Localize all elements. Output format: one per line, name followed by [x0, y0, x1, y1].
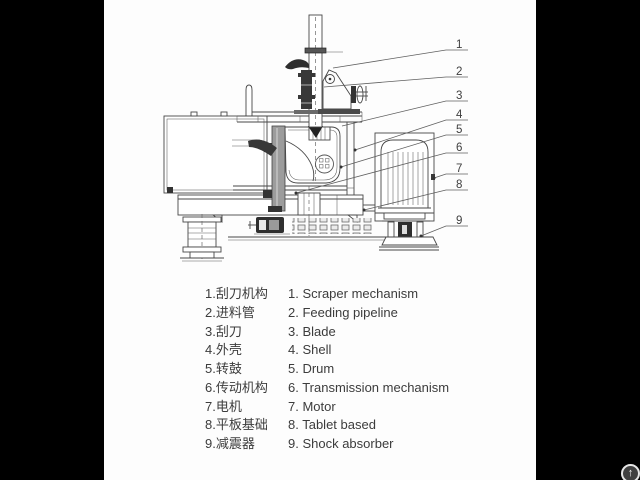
part-callout-3: 3 [341, 90, 468, 127]
legend-en-label: 5. Drum [288, 361, 335, 376]
legend-en-label: 6. Transmission mechanism [288, 379, 450, 395]
part-callout-8: 8 [362, 179, 468, 212]
legend-zh-label: 5.转鼓 [205, 361, 242, 376]
part-number-label: 2 [456, 66, 462, 78]
legend-row: 8.平板基础 8. Tablet based [104, 416, 536, 435]
legend-row: 1.刮刀机构 1. Scraper mechanism [104, 285, 536, 304]
part-number-label: 6 [456, 142, 462, 154]
legend-zh-label: 7.电机 [205, 398, 242, 414]
legend-row: 3.刮刀 3. Blade [104, 323, 536, 342]
legend-en-label: 9. Shock absorber [288, 436, 394, 451]
part-number-label: 7 [456, 163, 462, 175]
part-number-label: 3 [456, 90, 462, 102]
legend-row: 2.进料管 2. Feeding pipeline [104, 304, 536, 323]
legend-en-label: 4. Shell [288, 342, 332, 358]
part-number-label: 8 [456, 179, 462, 191]
legend-row: 6.传动机构 6. Transmission mechanism [104, 379, 536, 398]
legend-zh-label: 6.传动机构 [205, 379, 268, 395]
legend-row: 7.电机 7. Motor [104, 398, 536, 417]
legend-zh-label: 1.刮刀机构 [205, 286, 268, 301]
legend-zh-label: 3.刮刀 [205, 323, 242, 339]
letterbox-left [0, 0, 104, 480]
legend-en-label: 1. Scraper mechanism [288, 286, 419, 301]
logo-stamp [315, 154, 334, 174]
part-callout-5: 5 [339, 124, 468, 169]
legend-en-label: 2. Feeding pipeline [288, 304, 398, 320]
machine-diagram: 1 2 3 4 5 6 7 [163, 14, 468, 262]
legend-row: 4.外壳 4. Shell [104, 341, 536, 360]
legend-zh-label: 9.减震器 [205, 436, 255, 451]
parts-legend: 1.刮刀机构 1. Scraper mechanism 2.进料管 2. Fee… [104, 285, 536, 454]
up-arrow-icon: ↑ [627, 467, 634, 479]
legend-en-label: 3. Blade [288, 323, 336, 339]
part-callout-4: 4 [353, 109, 468, 152]
part-number-label: 4 [456, 109, 463, 121]
legend-zh-label: 2.进料管 [205, 304, 255, 320]
machine-drawing [163, 14, 439, 262]
part-number-label: 9 [456, 215, 462, 227]
legend-en-label: 8. Tablet based [288, 417, 376, 433]
legend-row: 9.减震器 9. Shock absorber [104, 435, 536, 454]
part-callout-7: 7 [432, 163, 468, 180]
legend-zh-label: 4.外壳 [205, 342, 242, 358]
legend-en-label: 7. Motor [288, 398, 336, 414]
legend-row: 5.转鼓 5. Drum [104, 360, 536, 379]
letterbox-right [536, 0, 640, 480]
back-to-top-button[interactable]: ↑ [621, 464, 640, 480]
part-callout-9: 9 [419, 215, 468, 238]
legend-zh-label: 8.平板基础 [205, 417, 268, 433]
part-number-label: 1 [456, 39, 462, 51]
part-number-label: 5 [456, 124, 462, 136]
part-callout-2: 2 [323, 66, 468, 88]
part-callout-1: 1 [332, 39, 468, 69]
part-callout-6: 6 [294, 142, 468, 195]
